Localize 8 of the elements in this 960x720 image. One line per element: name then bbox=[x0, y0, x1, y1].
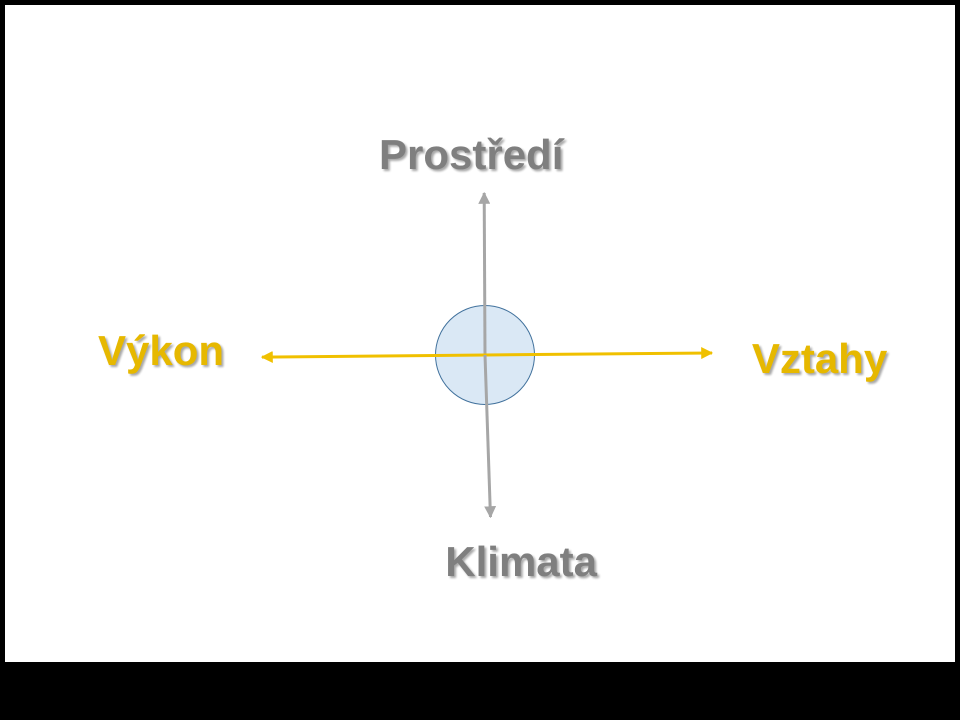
axis-label: Prostředí bbox=[379, 131, 564, 179]
arrow bbox=[484, 404, 496, 518]
arrow bbox=[260, 350, 436, 363]
arrow bbox=[534, 347, 714, 360]
arrow bbox=[478, 192, 490, 305]
axis-label: Výkon bbox=[98, 327, 224, 375]
axis-label: Vztahy bbox=[752, 335, 888, 383]
axis-label: Klimata bbox=[445, 538, 597, 586]
